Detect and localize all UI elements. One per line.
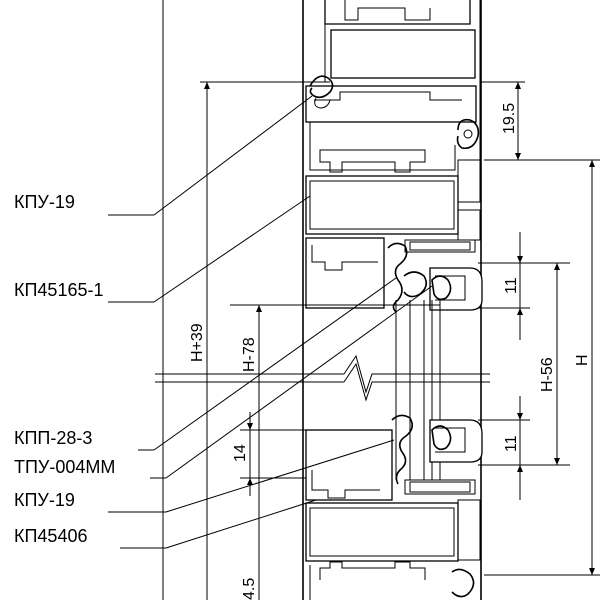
gasket-kpp28 bbox=[387, 242, 428, 313]
dim-11-top: 11 bbox=[503, 277, 520, 294]
leader-lines bbox=[108, 95, 433, 549]
gasket-bottom-right bbox=[451, 568, 475, 598]
gasket-kpu19-top bbox=[309, 75, 334, 109]
callout-kp45406: КП45406 bbox=[14, 526, 87, 546]
callout-kpu19-top: КПУ-19 bbox=[14, 192, 75, 212]
dim-h-minus-78: H-78 bbox=[241, 337, 258, 372]
callout-kpp28: КПП-28-3 bbox=[14, 428, 92, 448]
dim-19-5: 19.5 bbox=[501, 103, 518, 134]
dim-4-5-partial: 4.5 bbox=[241, 578, 258, 600]
gasket-top-right bbox=[456, 118, 480, 150]
gasket-kpu19-bottom bbox=[391, 414, 452, 485]
callout-kpu19-bottom: КПУ-19 bbox=[14, 490, 75, 510]
dimension-lines bbox=[200, 81, 600, 600]
dim-h: H bbox=[574, 354, 591, 366]
dim-h-minus-56: H-56 bbox=[539, 357, 556, 392]
dim-14: 14 bbox=[232, 444, 249, 462]
dim-11-bottom: 11 bbox=[503, 435, 520, 452]
gasket-tpu004 bbox=[431, 275, 452, 301]
callout-kp45165: КП45165-1 bbox=[14, 280, 103, 300]
profile-frame bbox=[302, 0, 483, 600]
callout-tpu004: ТПУ-004ММ bbox=[14, 457, 115, 477]
dim-h-plus-39: H+39 bbox=[189, 323, 206, 362]
